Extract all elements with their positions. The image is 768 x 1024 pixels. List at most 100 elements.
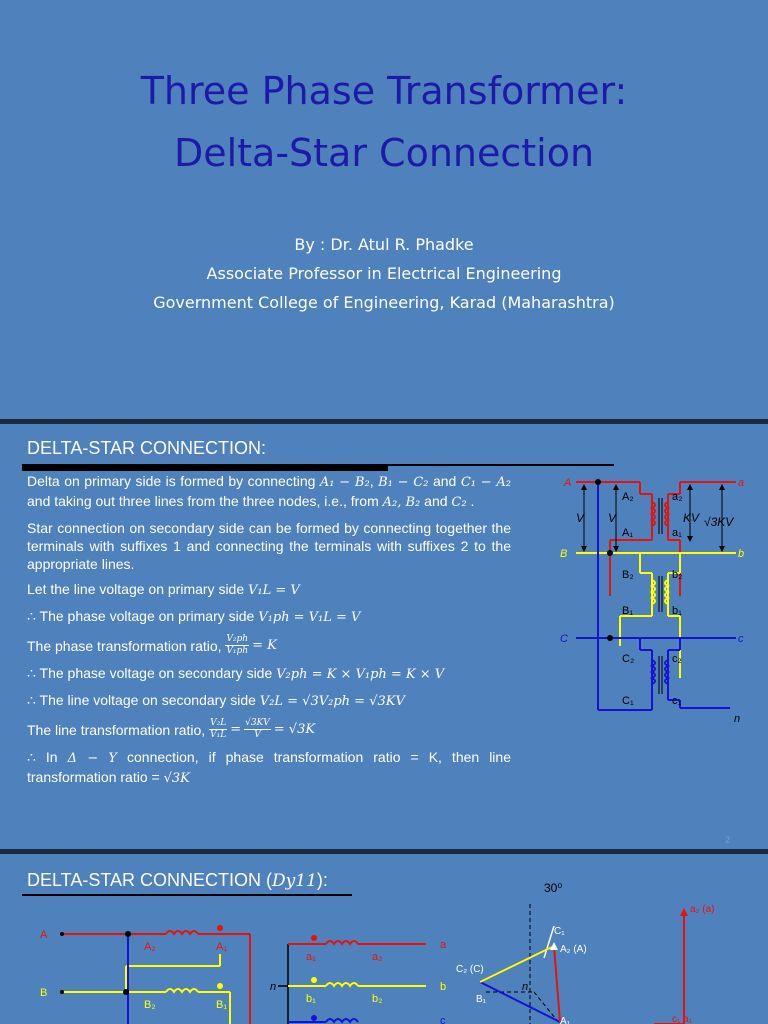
presentation-title: Three Phase Transformer: Delta-Star Conn… (0, 60, 768, 184)
label-c2: c₂ (672, 653, 682, 665)
label-A1-phasor: A₁ (560, 1016, 571, 1024)
text: and (428, 473, 461, 489)
label-B: B (40, 987, 47, 999)
paragraph-star-secondary: Star connection on secondary side can be… (27, 520, 511, 572)
label-C2: C₂ (622, 653, 634, 665)
label-b2: b₂ (372, 993, 382, 1005)
label-voltage-sqrt3KV: √3KV (704, 515, 734, 529)
heading-math: Dy11 (272, 871, 317, 891)
math: V₂L = √3V₂ph = √3KV (259, 694, 405, 709)
math: V₁L = V (248, 583, 300, 598)
eq-phase-voltage-primary: ∴ The phase voltage on primary side V₁ph… (27, 607, 511, 627)
label-A: A (563, 477, 571, 489)
label-C1: C₁ (554, 926, 565, 937)
content-slide-dy11: DELTA-STAR CONNECTION (Dy11): A (0, 854, 768, 1024)
label-B2: B₂ (144, 999, 156, 1011)
label-c1: c₁ (672, 695, 682, 707)
heading-text-end: ): (316, 870, 328, 890)
label-A2-A: A₂ (A) (560, 944, 587, 955)
fraction: V₂ph V₁ph (225, 634, 250, 657)
label-voltage-KV: KV (683, 511, 700, 525)
label-voltage-V-left: V (576, 511, 585, 525)
eq-phase-voltage-secondary: ∴ The phase voltage on secondary side V₂… (27, 664, 511, 684)
math: √3K (163, 771, 190, 786)
label-a1: a₁ (306, 951, 316, 963)
title-line-2: Delta-Star Connection (173, 131, 595, 175)
fraction: √3KV V (244, 718, 271, 741)
label-c: c (440, 1015, 446, 1024)
label-A2: A₂ (144, 941, 156, 953)
eq-line-voltage-primary: Let the line voltage on primary side V₁L… (27, 580, 511, 600)
text: and taking out three lines from the thre… (27, 493, 383, 509)
text: . (466, 493, 475, 509)
label-30-degree: 30⁰ (544, 881, 562, 895)
heading-divider (22, 894, 352, 896)
fraction-denominator: V₁ph (226, 646, 249, 656)
label-A: A (40, 929, 48, 941)
fraction-numerator: √3KV (244, 718, 271, 730)
label-b1: b₁ (672, 605, 682, 617)
slide-page-number: 2 (724, 835, 730, 845)
math: V₂ph = K × V₁ph = K × V (276, 667, 445, 682)
label-C: C (560, 633, 568, 645)
text: The phase transformation ratio, (27, 637, 226, 654)
label-n-phasor: n (522, 981, 528, 993)
label-a2: a₂ (372, 951, 382, 963)
paragraph-delta-primary: Delta on primary side is formed by conne… (27, 472, 511, 512)
label-b2: b₂ (672, 569, 682, 581)
text: ∴ The line voltage on secondary side (27, 692, 260, 708)
label-C2-C: C₂ (C) (456, 964, 484, 975)
text: , (369, 473, 379, 489)
label-a: a (440, 939, 447, 951)
fraction-numerator: V₂L (209, 718, 228, 730)
text: The line transformation ratio, (27, 721, 210, 738)
label-n: n (734, 713, 740, 725)
label-B1: B₁ (622, 605, 633, 617)
label-voltage-V-right: V (608, 511, 617, 525)
math: = (230, 721, 242, 737)
label-A1: A₁ (622, 527, 633, 539)
math: A₁ − B₂ (319, 475, 370, 490)
label-b: b (440, 981, 446, 993)
label-a1: a₁ (672, 527, 682, 539)
label-B2: B₂ (622, 569, 634, 581)
math: B₁ − C₂ (378, 475, 429, 490)
math: V₁ph = V₁L = V (258, 610, 361, 625)
text: Delta on primary side is formed by conne… (27, 473, 320, 489)
eq-line-voltage-secondary: ∴ The line voltage on secondary side V₂L… (27, 691, 511, 711)
paragraph-conclusion: ∴ In Δ − Y connection, if phase transfor… (27, 748, 511, 788)
author-block: By : Dr. Atul R. Phadke Associate Profes… (0, 230, 768, 317)
author-position: Associate Professor in Electrical Engine… (206, 264, 562, 283)
text: and (420, 493, 452, 509)
title-line-1: Three Phase Transformer: (140, 69, 628, 113)
math: = K (252, 637, 277, 653)
math: C₂ (451, 495, 467, 510)
label-b1: b₁ (306, 993, 316, 1005)
label-a: a (738, 477, 744, 489)
slide-heading: DELTA-STAR CONNECTION: (27, 438, 267, 458)
label-n: n (270, 981, 276, 993)
heading-text: DELTA-STAR CONNECTION ( (27, 870, 273, 890)
text: ∴ The phase voltage on secondary side (27, 665, 277, 681)
label-c1-a1: c₁ a₁ (672, 1014, 693, 1024)
label-A1: A₁ (216, 941, 227, 953)
author-institution: Government College of Engineering, Karad… (153, 293, 615, 312)
eq-line-ratio: The line transformation ratio, V₂L V₁L =… (27, 718, 511, 741)
text: ∴ The phase voltage on primary side (27, 608, 259, 624)
label-C1: C₁ (622, 695, 634, 707)
math: = √3K (273, 721, 316, 737)
heading-divider-accent (22, 464, 388, 471)
fraction-denominator: V (254, 730, 261, 740)
slide-heading: DELTA-STAR CONNECTION (Dy11): (27, 870, 328, 891)
math: C₁ − A₂ (460, 475, 511, 490)
dy11-primary-diagram: A B A₂ A₁ B₂ B₁ (40, 925, 251, 1024)
text: connection, if phase transformation rati… (27, 749, 511, 785)
text: Let the line voltage on primary side (27, 581, 249, 597)
label-A2: A₂ (622, 491, 634, 503)
label-c: c (738, 633, 744, 645)
dy11-secondary-diagram: a b c n a₁ a₂ b₁ b₂ (270, 935, 447, 1024)
content-slide-delta-star: DELTA-STAR CONNECTION: Delta on primary … (0, 424, 768, 849)
eq-phase-ratio: The phase transformation ratio, V₂ph V₁p… (27, 634, 511, 657)
dy11-phasor-diagram: 30⁰ C₁ A₂ (A) C₂ (C) B₁ A₁ n (456, 881, 714, 1024)
label-B1-phasor: B₁ (476, 994, 487, 1005)
